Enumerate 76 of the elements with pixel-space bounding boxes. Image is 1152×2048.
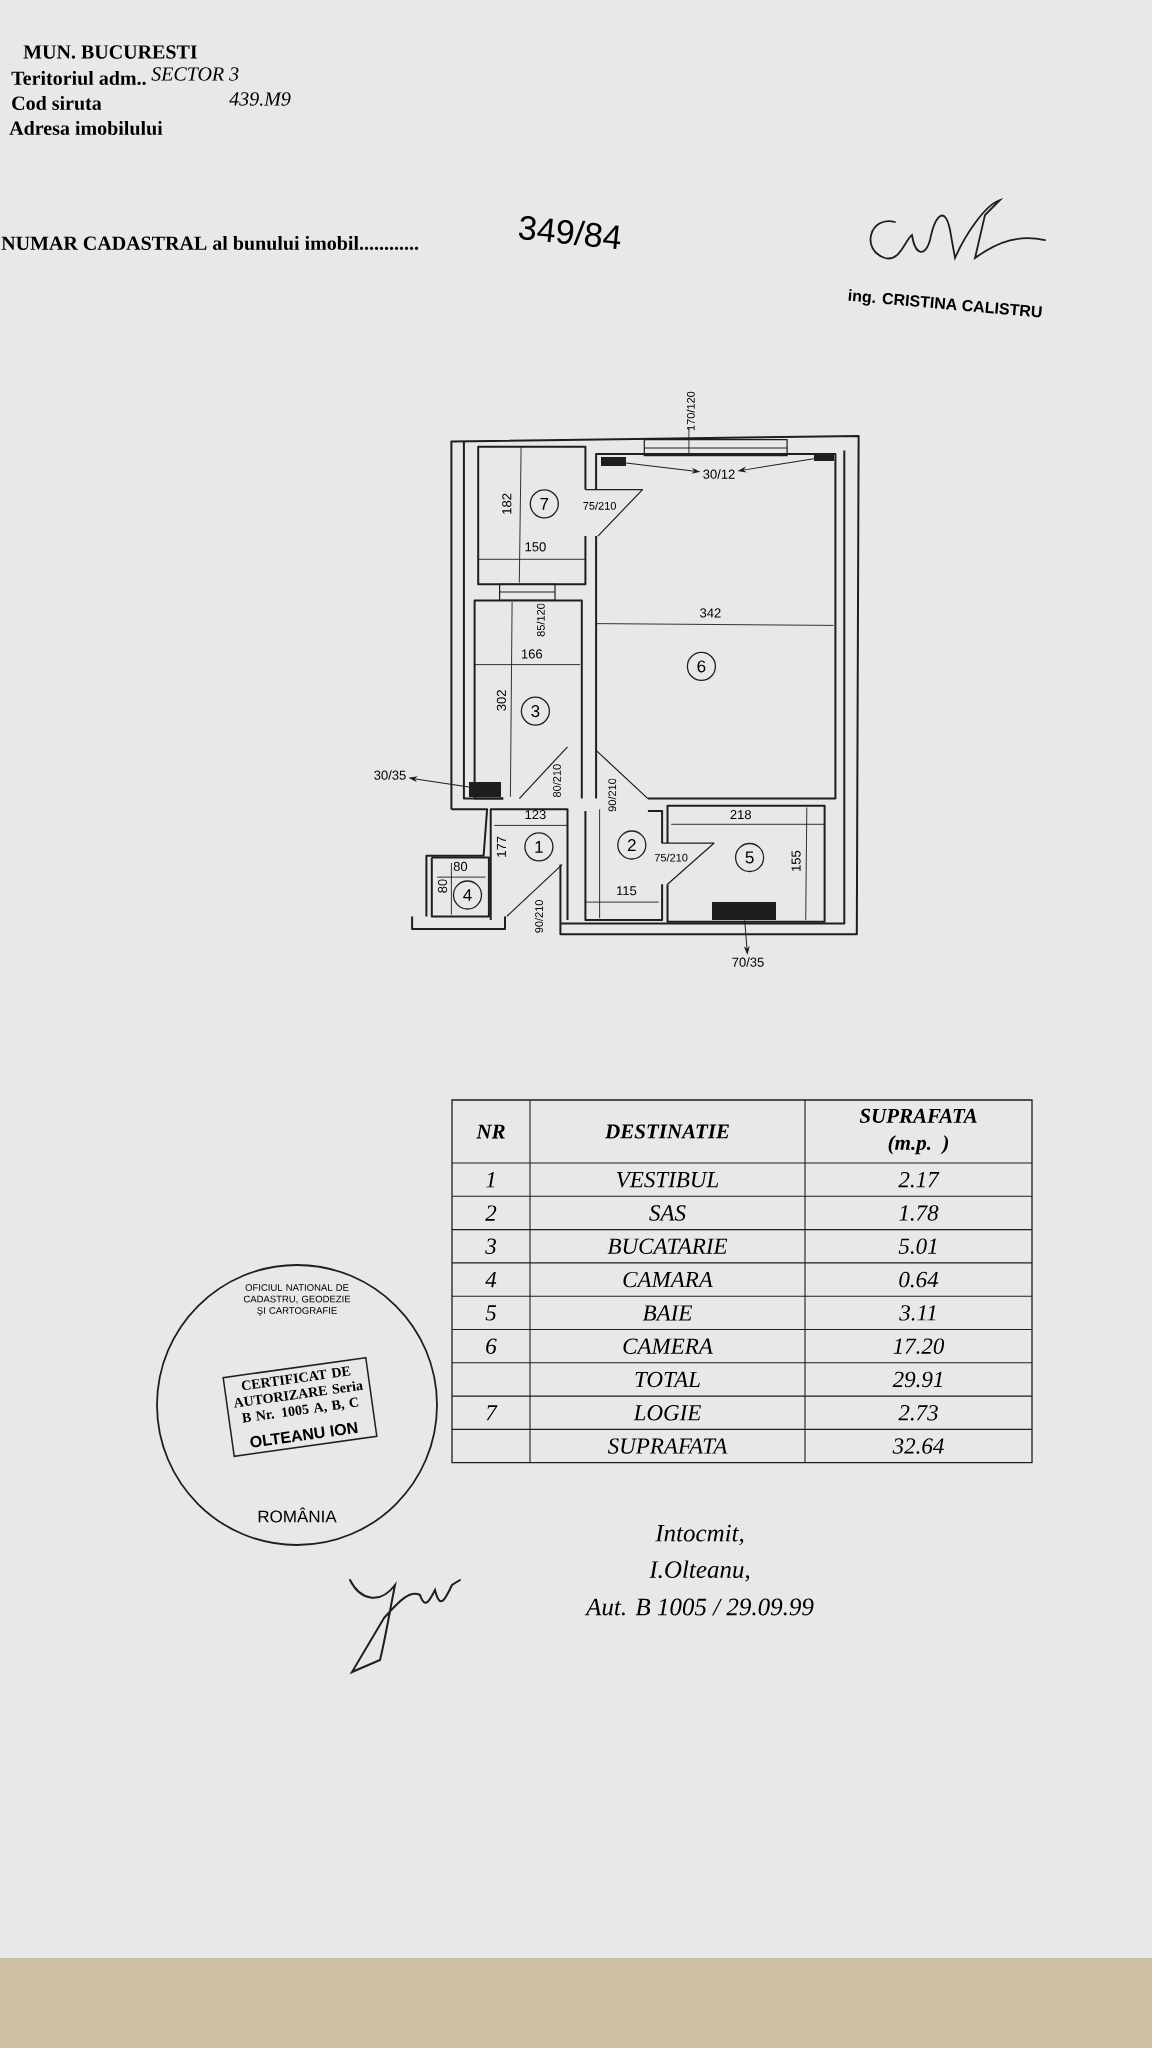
table-cell: 1.78 bbox=[899, 1205, 939, 1221]
leader-arrow bbox=[625, 462, 700, 474]
dimension-label: 342 bbox=[700, 608, 721, 618]
room-number: 6 bbox=[686, 651, 717, 682]
radiator-label: 30/35 bbox=[374, 770, 406, 780]
table-cell: 5.01 bbox=[898, 1238, 937, 1255]
engineer-stamp-text: ing. CRISTINA CALISTRU bbox=[848, 289, 1042, 318]
table-cell: DESTINATIE bbox=[604, 1124, 729, 1139]
table-cell: 1 bbox=[486, 1172, 495, 1188]
table-cell: 2 bbox=[485, 1205, 497, 1221]
leader-arrow bbox=[409, 776, 470, 788]
header-text: Teritoriul adm.. bbox=[11, 70, 146, 86]
table-cell: VESTIBUL bbox=[616, 1171, 719, 1188]
table-cell: BAIE bbox=[642, 1305, 693, 1321]
dimension-label: 170/120 bbox=[686, 391, 695, 431]
author-note: Intocmit, bbox=[655, 1524, 744, 1546]
table-cell: 3 bbox=[485, 1238, 496, 1254]
radiator-block bbox=[712, 902, 776, 920]
dimension-label: 85/120 bbox=[536, 603, 545, 637]
dimension-label: 115 bbox=[617, 886, 637, 896]
radiator-label: 30/12 bbox=[703, 469, 735, 479]
dimension-label: 182 bbox=[502, 493, 512, 514]
table-cell: 5 bbox=[485, 1305, 497, 1321]
dimension-label: 150 bbox=[525, 542, 546, 552]
header-text: Adresa imobilului bbox=[9, 120, 163, 136]
table-cell: LOGIE bbox=[633, 1405, 701, 1421]
leader-arrow bbox=[744, 919, 750, 954]
room-number: 2 bbox=[617, 830, 647, 860]
table-cell: 2.17 bbox=[898, 1171, 940, 1188]
room-number: 3 bbox=[520, 696, 551, 726]
dimension-label: 90/210 bbox=[608, 778, 617, 812]
header-text: MUN. BUCURESTI bbox=[23, 45, 197, 59]
table-cell: CAMERA bbox=[623, 1338, 713, 1354]
table-cell: 2.73 bbox=[898, 1405, 938, 1421]
dimension-label: 90/210 bbox=[534, 900, 543, 933]
dimension-label: 155 bbox=[791, 850, 801, 871]
table-cell: SUPRAFATA bbox=[607, 1438, 728, 1454]
room-number: 7 bbox=[529, 489, 559, 519]
table-cell: BUCATARIE bbox=[607, 1238, 728, 1254]
table-cell: 0.64 bbox=[899, 1271, 939, 1288]
radiator-block bbox=[814, 453, 834, 461]
handwritten-number: 349/84 bbox=[518, 215, 621, 250]
room-number: 4 bbox=[452, 880, 483, 910]
author-note: I.Olteanu, bbox=[649, 1560, 750, 1582]
table-cell: 32.64 bbox=[892, 1438, 944, 1454]
radiator-label: 70/35 bbox=[732, 957, 764, 967]
table-cell: CAMARA bbox=[623, 1271, 713, 1288]
dimension-label: 75/210 bbox=[654, 853, 688, 862]
table-cell: 3.11 bbox=[899, 1305, 936, 1321]
header-text: 439.M9 bbox=[229, 92, 291, 106]
dimension-label: 302 bbox=[496, 690, 506, 711]
dimension-label: 75/210 bbox=[583, 501, 616, 510]
table-cell: 6 bbox=[486, 1338, 497, 1354]
certificate-box: CERTIFICAT DE AUTORIZARE Seria B Nr. 1005 A, B, C OLTEANU ION bbox=[222, 1356, 378, 1458]
table-cell: 29.91 bbox=[892, 1371, 942, 1388]
dimension-label: 80/210 bbox=[552, 764, 561, 798]
table-cell: 17.20 bbox=[893, 1338, 945, 1355]
room-number: 5 bbox=[734, 842, 765, 873]
dimension-label: 123 bbox=[525, 810, 546, 820]
room-number: 1 bbox=[524, 832, 554, 862]
dimension-label: 166 bbox=[521, 649, 543, 659]
header-text: SECTOR 3 bbox=[151, 67, 239, 81]
author-note: Aut. B 1005 / 29.09.99 bbox=[584, 1598, 814, 1616]
table-cell: SUPRAFATA (m.p. ) bbox=[859, 1108, 977, 1155]
header-text: NUMAR CADASTRAL al bunului imobil............ bbox=[1, 235, 419, 251]
table-cell: SAS bbox=[649, 1205, 686, 1221]
dimension-label: 177 bbox=[496, 836, 506, 857]
radiator-block bbox=[601, 457, 626, 466]
table-cell: NR bbox=[476, 1124, 505, 1139]
radiator-block bbox=[469, 782, 501, 797]
header-text: Cod siruta bbox=[12, 95, 102, 111]
table-cell: TOTAL bbox=[635, 1371, 700, 1388]
table-cell: 4 bbox=[485, 1272, 497, 1288]
leader-arrow bbox=[738, 458, 815, 473]
table-cell: 7 bbox=[486, 1405, 498, 1421]
dimension-label: 218 bbox=[730, 810, 751, 820]
